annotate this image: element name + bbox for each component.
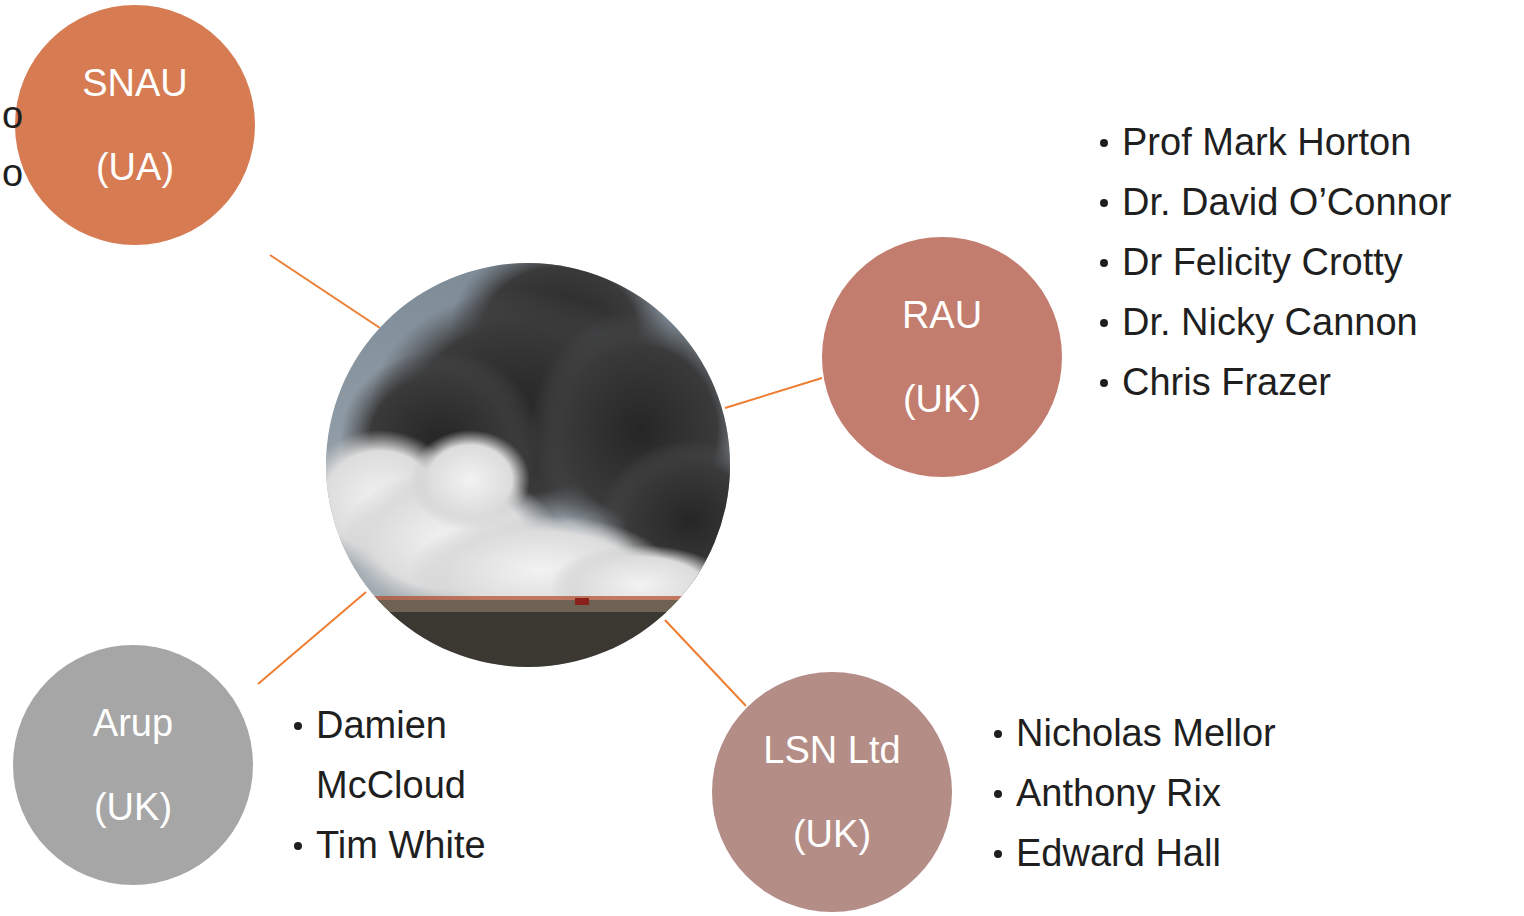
member-item: Chris Frazer	[1122, 352, 1522, 412]
member-item: o	[2, 143, 62, 203]
member-item: Dr. Nicky Cannon	[1122, 292, 1522, 352]
member-name: Dr. Nicky Cannon	[1122, 292, 1522, 352]
circle-outline	[15, 5, 255, 245]
member-name: Dr Felicity Crotty	[1122, 232, 1522, 292]
circle-outline	[13, 645, 253, 885]
member-name: Dr. David O’Connor	[1122, 172, 1522, 232]
circle-outline	[712, 672, 952, 912]
circle-fill	[712, 672, 952, 912]
member-item: Damien McCloud	[316, 695, 516, 815]
circle-label-holder: RAU (UK)	[822, 237, 1062, 477]
spoke-line	[258, 592, 366, 684]
circle-label-holder: SNAU (UA)	[15, 5, 255, 245]
member-item: Anthony Rix	[1016, 763, 1416, 823]
smoke-photo	[300, 240, 780, 682]
spoke-line	[725, 378, 822, 408]
member-name: Chris Frazer	[1122, 352, 1522, 412]
partner-name: LSN Ltd (UK)	[750, 708, 915, 876]
bullet-dot	[1100, 379, 1108, 387]
spoke-lines	[258, 255, 822, 706]
member-item: Dr Felicity Crotty	[1122, 232, 1522, 292]
member-item: Nicholas Mellor	[1016, 703, 1416, 763]
member-name: Edward Hall	[1016, 823, 1416, 883]
spoke-line	[270, 255, 380, 328]
partner-name: Arup (UK)	[68, 681, 198, 849]
member-item: o	[2, 85, 62, 145]
bullet-dot	[294, 842, 302, 850]
partner-circle: Arup (UK)	[13, 645, 253, 885]
bullet-dot	[1100, 259, 1108, 267]
bullet-dot	[294, 722, 302, 730]
bullet-dot	[1100, 319, 1108, 327]
circle-fill	[822, 237, 1062, 477]
member-name: Damien McCloud	[316, 695, 516, 815]
bullet-dot	[994, 850, 1002, 858]
circle-label-holder: LSN Ltd (UK)	[712, 672, 952, 912]
circle-label-holder: Arup (UK)	[13, 645, 253, 885]
partner-circle: SNAU (UA)	[15, 5, 255, 245]
bullet-dot	[994, 790, 1002, 798]
spoke-line	[665, 620, 746, 706]
circle-outline	[822, 237, 1062, 477]
member-item: Edward Hall	[1016, 823, 1416, 883]
partner-name: RAU (UK)	[877, 273, 1007, 441]
member-name: Anthony Rix	[1016, 763, 1416, 823]
member-name: Prof Mark Horton	[1122, 112, 1522, 172]
member-item: Prof Mark Horton	[1122, 112, 1522, 172]
partner-name: SNAU (UA)	[65, 41, 205, 209]
member-name: Nicholas Mellor	[1016, 703, 1416, 763]
partner-circle: LSN Ltd (UK)	[712, 672, 952, 912]
circle-fill	[13, 645, 253, 885]
member-item: Tim White	[316, 815, 516, 875]
bullet-dot	[1100, 199, 1108, 207]
bullet-dot	[994, 730, 1002, 738]
member-name: o	[2, 85, 62, 145]
circle-fill	[15, 5, 255, 245]
member-name: o	[2, 143, 62, 203]
bullet-dot	[1100, 139, 1108, 147]
partner-circle: RAU (UK)	[822, 237, 1062, 477]
member-name: Tim White	[316, 815, 516, 875]
member-item: Dr. David O’Connor	[1122, 172, 1522, 232]
